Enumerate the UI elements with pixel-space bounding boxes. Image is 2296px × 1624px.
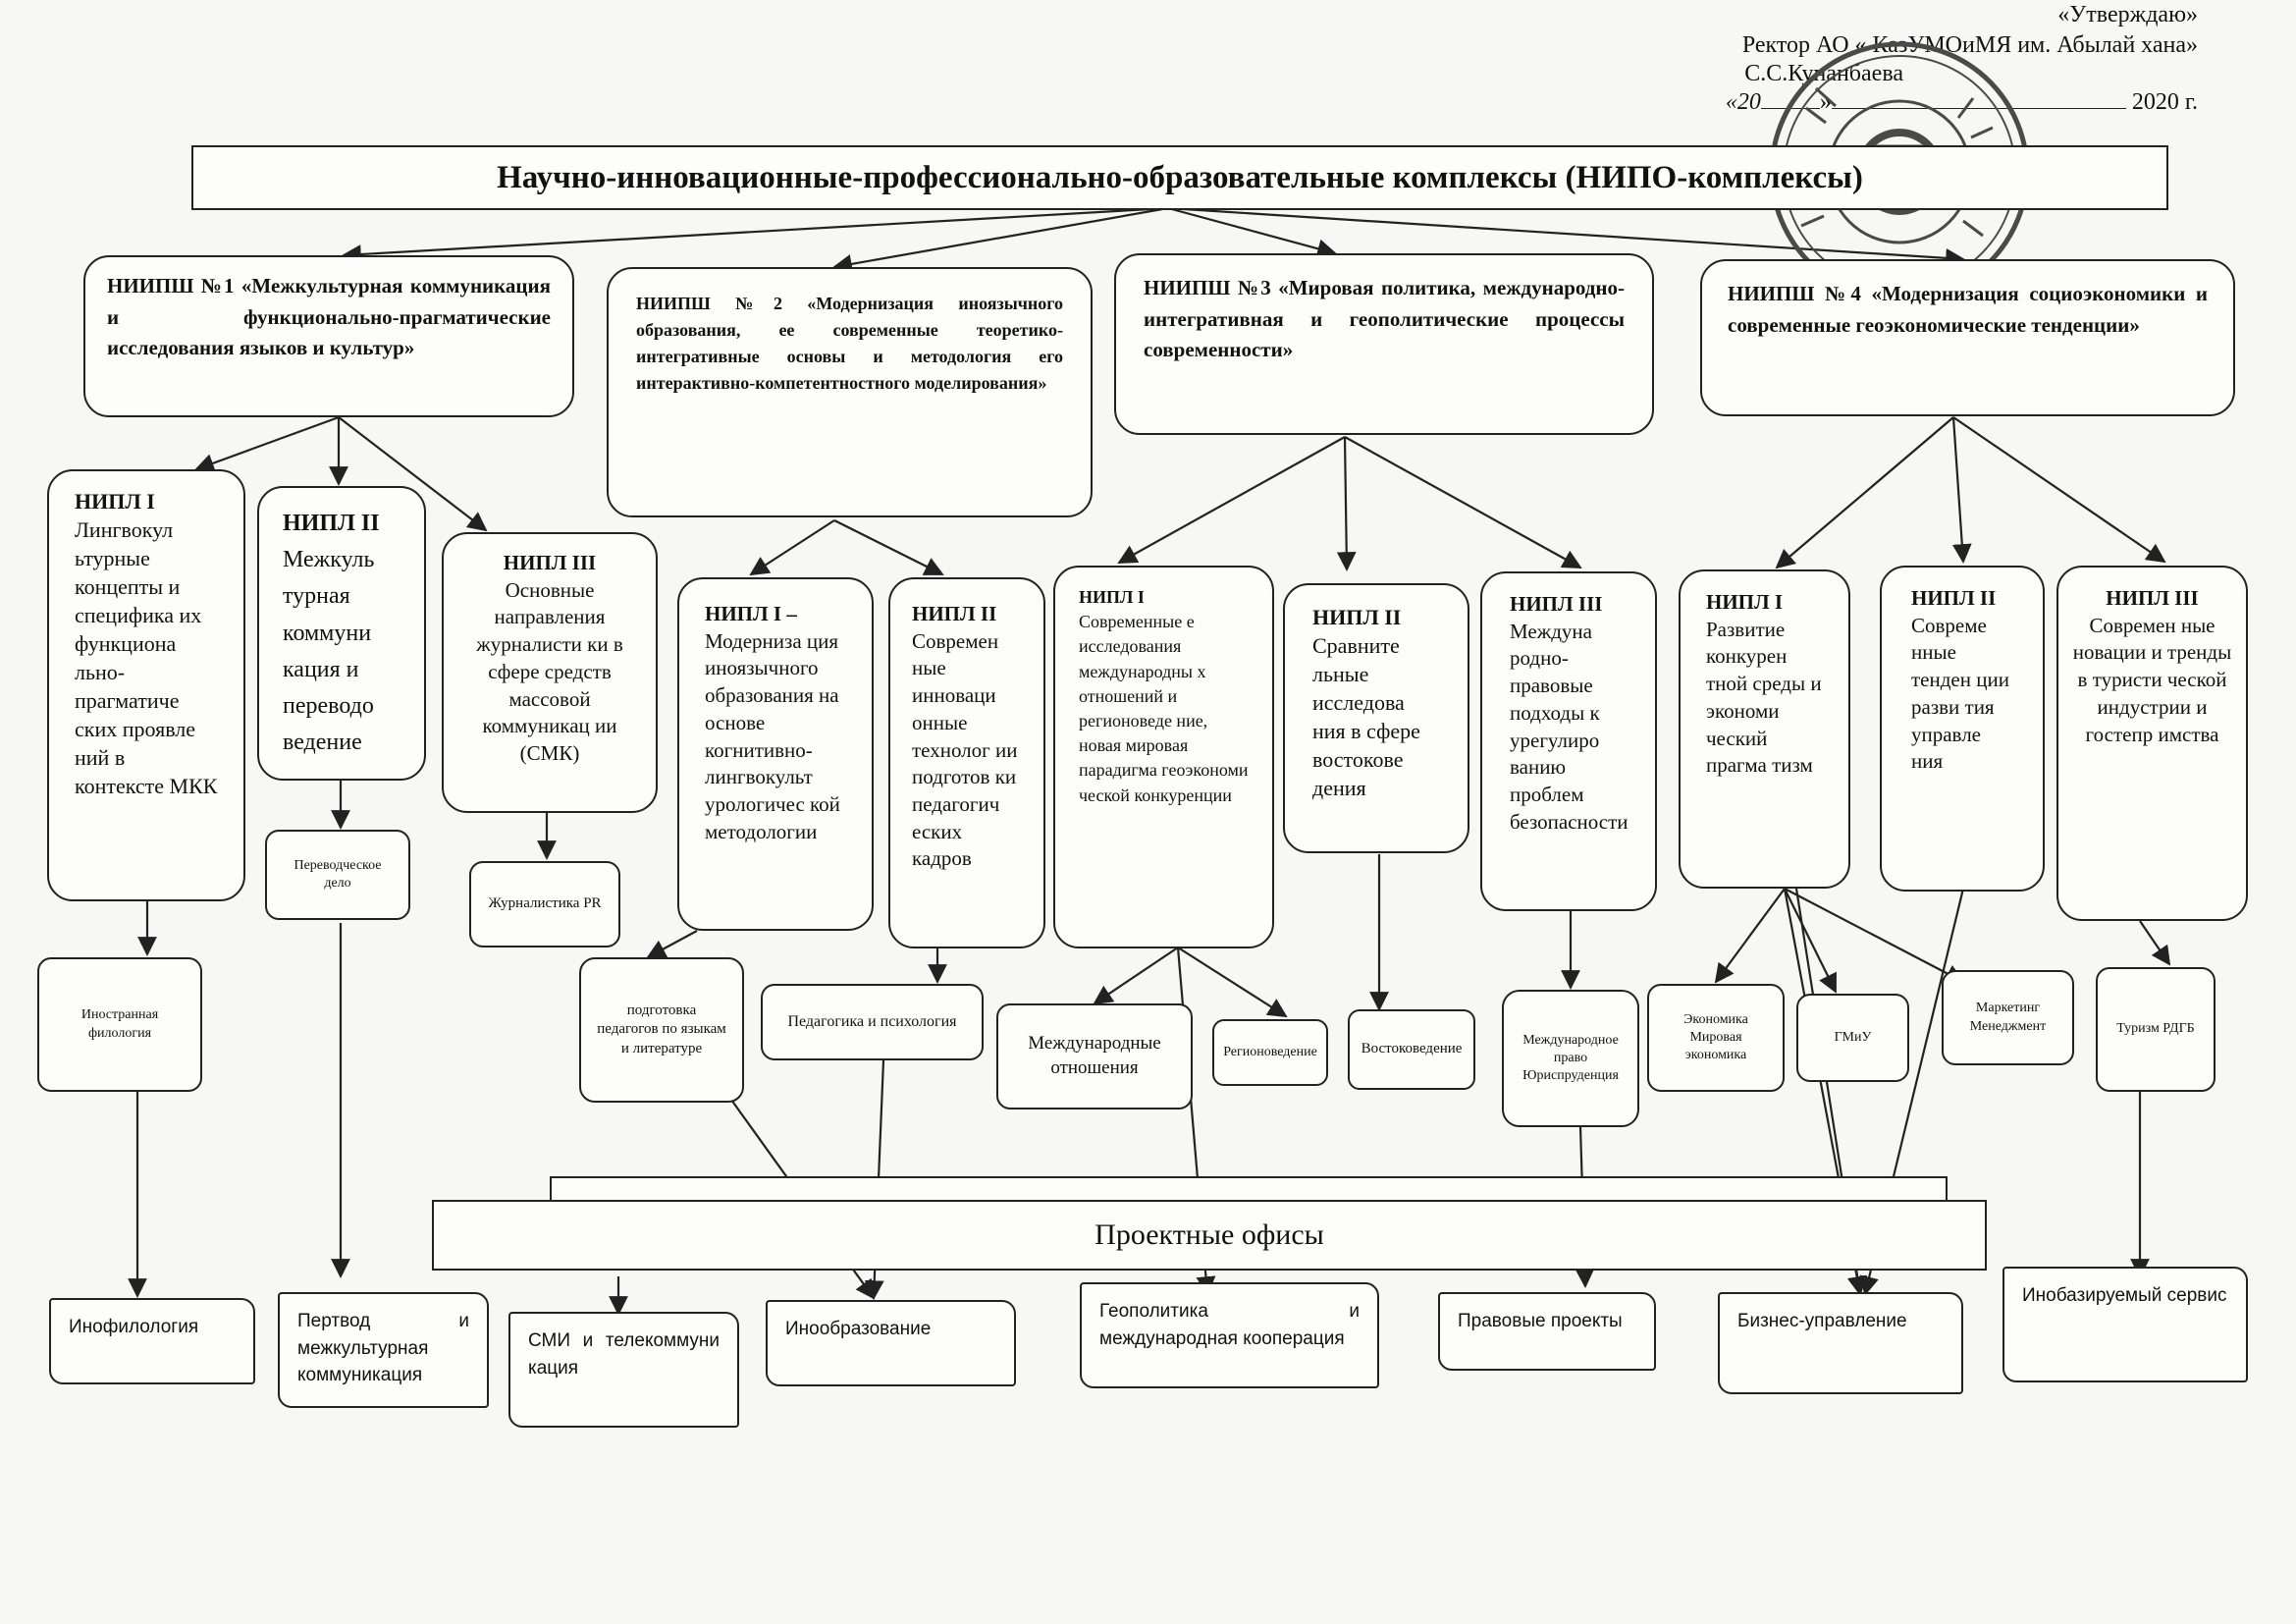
- page-title: Научно-инновационные-профессионально-обр…: [191, 145, 2168, 210]
- project-offices-banner: Проектные офисы: [432, 1200, 1987, 1271]
- office-5: Геополитика и международная кооперация: [1080, 1282, 1379, 1388]
- lab-4-2: НИПЛ II Совреме нные тенден ции разви ти…: [1880, 566, 2045, 892]
- lab-2-1: НИПЛ I – Модерниза ция иноязычного образ…: [677, 577, 874, 931]
- lab-4-1-text: Развитие конкурен тной среды и экономи ч…: [1706, 617, 1822, 778]
- lab-1-2-name: НИПЛ II: [283, 511, 380, 536]
- approval-block: «Утверждаю» Ректор АО « КазУМОиМЯ им. Аб…: [1216, 2, 2198, 116]
- lab-2-1-text: Модерниза ция иноязычного образования на…: [705, 628, 840, 843]
- program-7: Регионоведение: [1212, 1019, 1328, 1086]
- school-3: НИИПШ №3 «Мировая политика, международно…: [1114, 253, 1654, 435]
- lab-3-2-text: Сравните льные исследова ния в сфере вос…: [1312, 633, 1420, 801]
- lab-3-3: НИПЛ III Междуна родно-правовые подходы …: [1480, 571, 1657, 911]
- program-11: ГМиУ: [1796, 994, 1909, 1082]
- approval-date-year: 2020 г.: [2131, 89, 2198, 115]
- program-4: подготовка педагогов по языкам и литерат…: [579, 957, 744, 1103]
- lab-1-2-text: Межкуль турная коммуни кация и переводо …: [283, 547, 375, 756]
- lab-3-1-name: НИПЛ I: [1079, 587, 1145, 607]
- program-12: Маркетинг Менеджмент: [1942, 970, 2074, 1065]
- office-8: Инобазируемый сервис: [2002, 1267, 2248, 1382]
- school-2: НИИПШ №2 «Модернизация иноязычного образ…: [607, 267, 1093, 517]
- program-5: Педагогика и психология: [761, 984, 984, 1060]
- office-1: Инофилология: [49, 1298, 255, 1384]
- office-3: СМИ и телекоммуни кация: [508, 1312, 739, 1428]
- program-8: Востоковедение: [1348, 1009, 1475, 1090]
- lab-3-3-name: НИПЛ III: [1510, 592, 1603, 616]
- lab-1-1-name: НИПЛ I: [75, 489, 155, 514]
- program-13: Туризм РДГБ: [2096, 967, 2216, 1092]
- lab-4-2-text: Совреме нные тенден ции разви тия управл…: [1911, 613, 2009, 774]
- lab-3-2-name: НИПЛ II: [1312, 605, 1402, 629]
- lab-3-2: НИПЛ II Сравните льные исследова ния в с…: [1283, 583, 1469, 853]
- lab-1-3-text: Основные направления журналисти ки в сфе…: [476, 577, 623, 766]
- approval-date: «20» 2020 г.: [1216, 89, 2198, 116]
- lab-2-2: НИПЛ II Современ ные инноваци онные техн…: [888, 577, 1045, 948]
- school-1: НИИПШ №1 «Межкультурная коммуникация и ф…: [83, 255, 574, 417]
- program-1: Иностранная филология: [37, 957, 202, 1092]
- lab-1-3-name: НИПЛ III: [503, 551, 597, 574]
- lab-2-1-name: НИПЛ I –: [705, 602, 797, 625]
- lab-1-1: НИПЛ I Лингвокул ьтурные концепты и спец…: [47, 469, 245, 901]
- lab-3-1: НИПЛ I Современные е исследования междун…: [1053, 566, 1274, 948]
- approval-line-1: «Утверждаю»: [2057, 2, 2198, 27]
- lab-2-2-text: Современ ные инноваци онные технолог ии …: [912, 628, 1018, 871]
- lab-2-2-name: НИПЛ II: [912, 602, 997, 625]
- school-4: НИИПШ №4 «Модернизация социоэкономики и …: [1700, 259, 2235, 416]
- program-6: Международные отношения: [996, 1003, 1193, 1110]
- office-4: Инообразование: [766, 1300, 1016, 1386]
- lab-4-2-name: НИПЛ II: [1911, 586, 1997, 610]
- office-2: Пертвод и межкультурная коммуникация: [278, 1292, 489, 1408]
- lab-3-1-text: Современные е исследования международны …: [1079, 612, 1249, 805]
- approval-line-2: Ректор АО « КазУМОиМЯ им. Абылай хана»: [1741, 32, 2198, 58]
- lab-4-1: НИПЛ I Развитие конкурен тной среды и эк…: [1679, 569, 1850, 889]
- lab-1-1-text: Лингвокул ьтурные концепты и специфика и…: [75, 517, 218, 799]
- office-7: Бизнес-управление: [1718, 1292, 1963, 1394]
- program-3: Журналистика PR: [469, 861, 620, 947]
- program-2: Переводческое дело: [265, 830, 410, 920]
- program-10: Экономика Мировая экономика: [1647, 984, 1785, 1092]
- lab-3-3-text: Междуна родно-правовые подходы к урегули…: [1510, 619, 1629, 834]
- program-9: Международное право Юриспруденция: [1502, 990, 1639, 1127]
- lab-4-3-name: НИПЛ III: [2106, 586, 2199, 610]
- lab-4-3-text: Современ ные новации и тренды в туристи …: [2072, 613, 2232, 746]
- office-6: Правовые проекты: [1438, 1292, 1656, 1371]
- approval-date-day: «20: [1725, 89, 1761, 115]
- lab-1-2: НИПЛ II Межкуль турная коммуни кация и п…: [257, 486, 426, 781]
- approval-line-3: С.С.Кунанбаева: [1744, 61, 1903, 86]
- lab-1-3: НИПЛ III Основные направления журналисти…: [442, 532, 658, 813]
- lab-4-3: НИПЛ III Современ ные новации и тренды в…: [2056, 566, 2248, 921]
- lab-4-1-name: НИПЛ I: [1706, 590, 1784, 614]
